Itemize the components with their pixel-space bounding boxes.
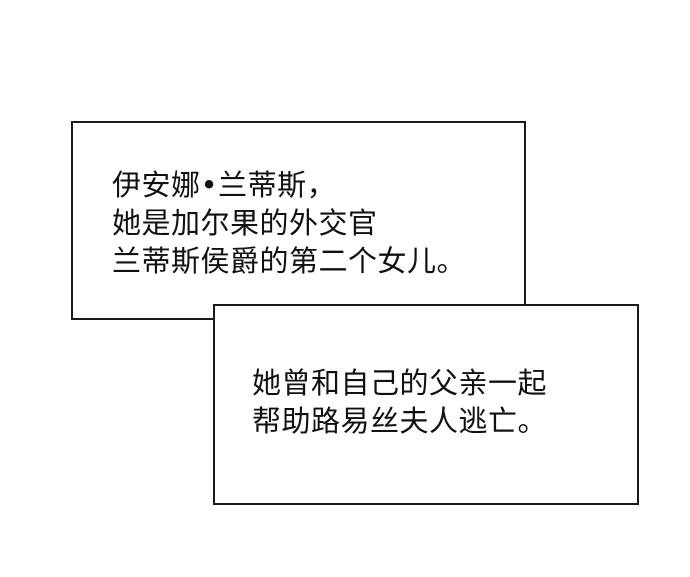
caption-box-1: 伊安娜•兰蒂斯， 她是加尔果的外交官 兰蒂斯侯爵的第二个女儿。	[71, 121, 526, 320]
caption-text-1: 伊安娜•兰蒂斯， 她是加尔果的外交官 兰蒂斯侯爵的第二个女儿。	[112, 166, 466, 280]
caption-line: 她是加尔果的外交官	[112, 206, 378, 240]
caption-box-2: 她曾和自己的父亲一起 帮助路易丝夫人逃亡。	[213, 304, 639, 505]
caption-line: 帮助路易丝夫人逃亡。	[252, 404, 548, 438]
caption-line: 兰蒂斯侯爵的第二个女儿。	[112, 244, 467, 278]
caption-line: 伊安娜•兰蒂斯，	[112, 168, 337, 202]
caption-line: 她曾和自己的父亲一起	[252, 366, 548, 400]
caption-text-2: 她曾和自己的父亲一起 帮助路易丝夫人逃亡。	[252, 364, 547, 440]
